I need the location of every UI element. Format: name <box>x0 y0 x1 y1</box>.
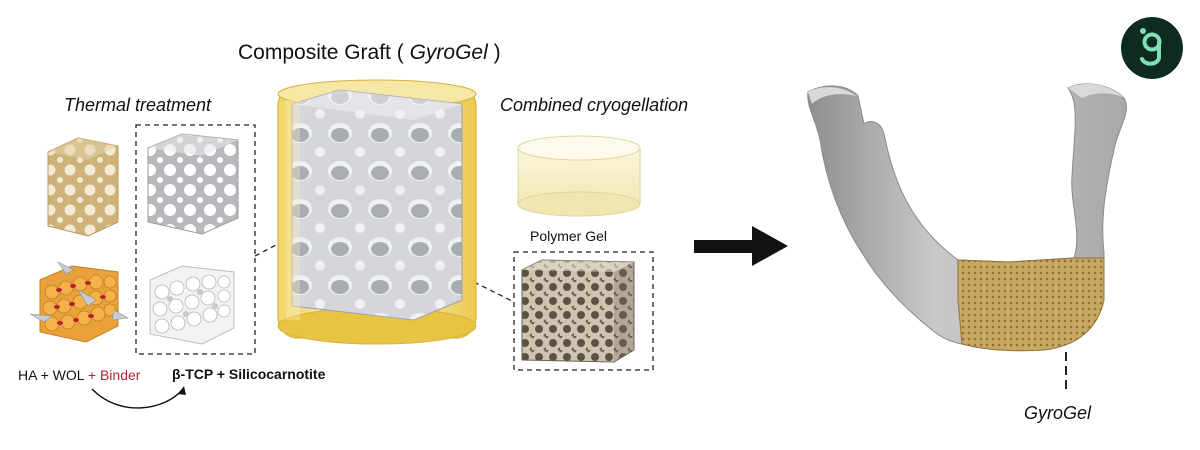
logo-g-icon <box>1121 17 1183 79</box>
title-prefix: Composite Graft ( <box>238 41 410 64</box>
gyrogel-implant <box>957 257 1105 352</box>
thermal-dashed-box <box>135 124 256 355</box>
diagram-title: Composite Graft ( GyroGel ) <box>238 41 501 65</box>
curved-arrow-head <box>178 386 186 395</box>
polymer-gel-label: Polymer Gel <box>530 228 608 244</box>
product-label: β-TCP + Silicocarnotite <box>172 366 326 382</box>
cryogellation-label: Combined cryogellation <box>500 95 689 115</box>
curved-arrow-icon <box>91 388 183 409</box>
porous-foam-cube <box>521 259 635 363</box>
particle-binder-cube <box>29 261 129 343</box>
polymer-gel-puck <box>517 135 641 217</box>
formula-binder: + Binder <box>84 367 141 383</box>
foam-connector <box>473 281 515 303</box>
white-particle-cube <box>149 265 235 345</box>
tan-scaffold-cube <box>47 137 119 237</box>
implant-label: GyroGel <box>1024 403 1092 423</box>
composite-graft <box>277 79 477 345</box>
thermal-treatment-label: Thermal treatment <box>64 95 212 115</box>
grey-scaffold-cube <box>147 133 239 235</box>
title-suffix: ) <box>487 41 501 64</box>
formula-base: HA + WOL <box>18 367 85 383</box>
title-name: GyroGel <box>409 41 488 64</box>
formula-label: HA + WOL + Binder <box>18 367 140 383</box>
foam-dashed-box <box>513 251 654 371</box>
process-arrow-icon <box>694 226 788 266</box>
